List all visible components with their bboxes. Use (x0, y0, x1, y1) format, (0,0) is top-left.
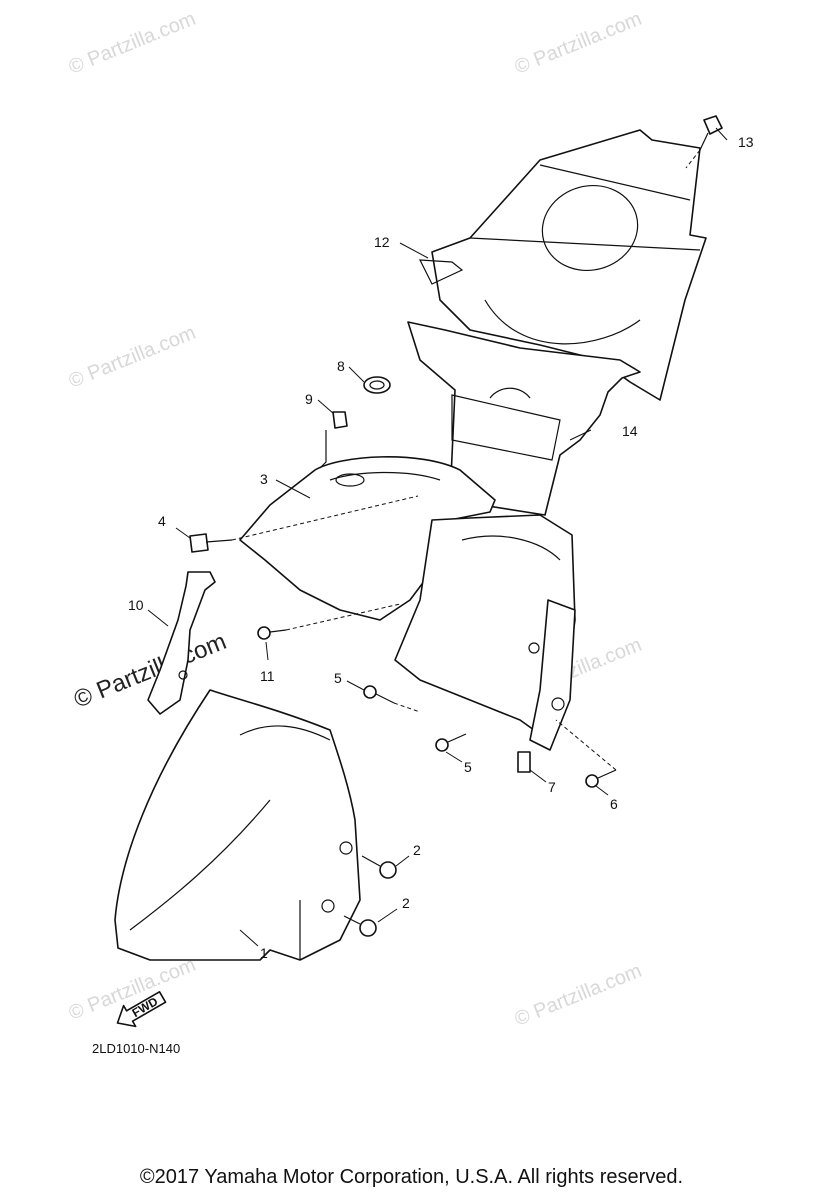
callout-14: 14 (622, 423, 638, 439)
part-12-upper-cover (418, 129, 707, 401)
part-1-front-fender (114, 689, 361, 961)
part-11-screw (257, 626, 287, 640)
callout-12: 12 (374, 234, 390, 250)
part-2-screw-lower (343, 915, 377, 937)
callout-2-lower: 2 (402, 895, 410, 911)
watermark-bottom-right: © Partzilla.com (512, 960, 645, 1031)
copyright-footer: ©2017 Yamaha Motor Corporation, U.S.A. A… (139, 1166, 684, 1188)
callout-2-upper: 2 (413, 842, 421, 858)
part-10-stay (147, 571, 216, 715)
callout-11: 11 (260, 668, 275, 684)
callout-6: 6 (610, 796, 618, 812)
part-5-screw-upper (363, 685, 395, 704)
part-3-inner-fender (239, 456, 496, 621)
callout-3: 3 (260, 471, 268, 487)
part-4-bolt (189, 533, 233, 553)
callout-10: 10 (128, 597, 144, 613)
callout-5-upper: 5 (334, 670, 342, 686)
part-13-bolt (699, 115, 723, 151)
part-9-clip (319, 411, 348, 469)
part-7-nut (517, 751, 531, 773)
callout-5-lower: 5 (464, 759, 472, 775)
callout-8: 8 (337, 358, 345, 374)
watermark-top-left: © Partzilla.com (66, 8, 199, 79)
callout-4: 4 (158, 513, 166, 529)
right-side-panel (394, 514, 576, 751)
part-8-grommet (363, 376, 391, 394)
watermark-mid-left: © Partzilla.com (66, 322, 199, 393)
part-6-screw (585, 769, 617, 788)
callout-9: 9 (305, 391, 313, 407)
callout-labels: 13 12 8 9 14 3 4 10 11 5 5 7 6 2 2 1 (128, 134, 754, 961)
part-14-inner-panel (407, 321, 641, 516)
callout-13: 13 (738, 134, 754, 150)
callout-1: 1 (260, 945, 268, 961)
watermark-top-right: © Partzilla.com (512, 8, 645, 79)
diagram-code: 2LD1010-N140 (92, 1041, 180, 1056)
callout-7: 7 (548, 779, 556, 795)
leader-lines (147, 127, 728, 947)
part-2-screw-upper (361, 855, 397, 879)
part-5-screw-lower (435, 733, 467, 752)
